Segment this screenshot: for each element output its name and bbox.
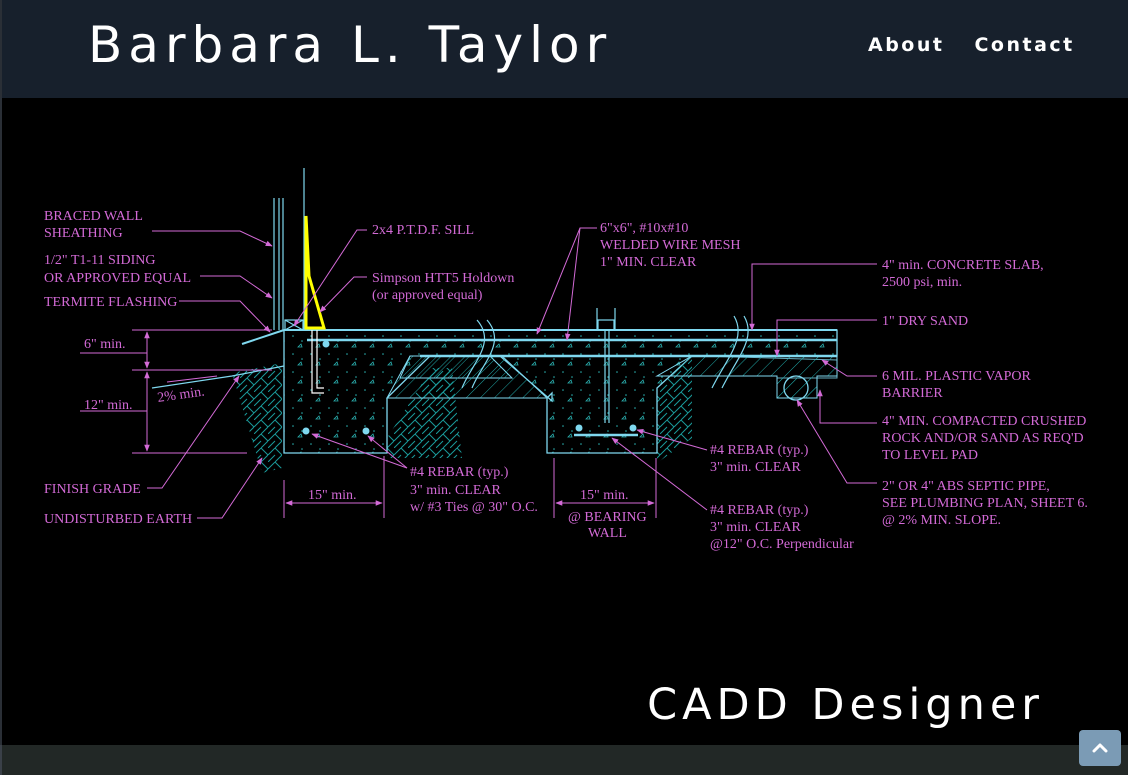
label-rebar-footing: #4 REBAR (typ.) [410, 465, 509, 480]
main-nav: About Contact [868, 34, 1075, 56]
label-12-min: 12" min. [84, 398, 133, 413]
svg-text:OR APPROVED EQUAL: OR APPROVED EQUAL [44, 271, 191, 286]
svg-text:1" MIN. CLEAR: 1" MIN. CLEAR [600, 255, 697, 270]
label-sill: 2x4 P.T.D.F. SILL [372, 223, 474, 238]
label-wire-mesh: 6"x6", #10x#10 [600, 221, 688, 236]
hero-section: BRACED WALL SHEATHING 1/2" T1-11 SIDING … [0, 98, 1128, 745]
finish-grade-line [151, 365, 285, 389]
septic-pipe [783, 375, 809, 401]
label-finish-grade: FINISH GRADE [44, 482, 141, 497]
svg-text:@12" O.C. Perpendicular: @12" O.C. Perpendicular [710, 537, 854, 552]
label-siding: 1/2" T1-11 SIDING [44, 253, 156, 268]
label-6-min: 6" min. [84, 337, 126, 352]
cadd-foundation-detail-drawing: BRACED WALL SHEATHING 1/2" T1-11 SIDING … [44, 168, 1088, 552]
rebar-dots [302, 340, 637, 435]
label-dim-right: 15" min. [580, 488, 629, 503]
svg-text:BARRIER: BARRIER [882, 386, 943, 401]
nav-about[interactable]: About [868, 34, 945, 56]
site-header: Barbara L. Taylor About Contact [0, 0, 1128, 98]
svg-text:2500 psi, min.: 2500 psi, min. [882, 275, 962, 290]
nav-contact[interactable]: Contact [974, 34, 1075, 56]
scroll-to-top-button[interactable] [1079, 730, 1121, 766]
label-rebar-perpendicular: #4 REBAR (typ.) [710, 503, 809, 518]
label-bearing-wall: @ BEARING [568, 510, 647, 525]
label-dim-left: 15" min. [308, 488, 357, 503]
leader-lines [80, 227, 877, 519]
svg-text:3" min. CLEAR: 3" min. CLEAR [710, 460, 802, 475]
svg-text:w/ #3 Ties @ 30" O.C.: w/ #3 Ties @ 30" O.C. [410, 500, 538, 515]
concrete-footing [283, 329, 838, 454]
svg-text:SEE PLUMBING PLAN, SHEET 6.: SEE PLUMBING PLAN, SHEET 6. [882, 496, 1088, 511]
svg-text:WELDED WIRE MESH: WELDED WIRE MESH [600, 238, 741, 253]
label-undisturbed-earth: UNDISTURBED EARTH [44, 512, 192, 527]
svg-text:@ 2% MIN. SLOPE.: @ 2% MIN. SLOPE. [882, 513, 1001, 528]
label-septic-pipe: 2" OR 4" ABS SEPTIC PIPE, [882, 479, 1050, 494]
svg-text:3" min. CLEAR: 3" min. CLEAR [410, 483, 502, 498]
wall-framing [241, 168, 616, 423]
svg-text:ROCK AND/OR SAND AS REQ'D: ROCK AND/OR SAND AS REQ'D [882, 431, 1084, 446]
site-title[interactable]: Barbara L. Taylor [88, 16, 613, 74]
label-dry-sand: 1" DRY SAND [882, 314, 968, 329]
footer-strip [0, 745, 1128, 775]
svg-text:TO LEVEL PAD: TO LEVEL PAD [882, 448, 978, 463]
label-concrete-slab: 4" min. CONCRETE SLAB, [882, 258, 1044, 273]
label-2-pct: 2% min. [156, 385, 205, 406]
svg-text:(or approved equal): (or approved equal) [372, 288, 483, 303]
svg-text:3" min. CLEAR: 3" min. CLEAR [710, 520, 802, 535]
label-crushed-rock: 4" MIN. COMPACTED CRUSHED [882, 414, 1086, 429]
hero-caption: CADD Designer [647, 680, 1044, 730]
svg-text:WALL: WALL [588, 526, 627, 541]
label-holdown: Simpson HTT5 Holdown [372, 271, 514, 286]
label-termite-flashing: TERMITE FLASHING [44, 295, 177, 310]
holdown-bracket [304, 215, 326, 330]
chevron-up-icon [1092, 743, 1108, 753]
label-braced-wall: BRACED WALL [44, 209, 143, 224]
label-rebar-bearing: #4 REBAR (typ.) [710, 443, 809, 458]
svg-text:SHEATHING: SHEATHING [44, 226, 123, 241]
drawing-labels: BRACED WALL SHEATHING 1/2" T1-11 SIDING … [44, 209, 1088, 552]
label-vapor-barrier: 6 MIL. PLASTIC VAPOR [882, 369, 1032, 384]
